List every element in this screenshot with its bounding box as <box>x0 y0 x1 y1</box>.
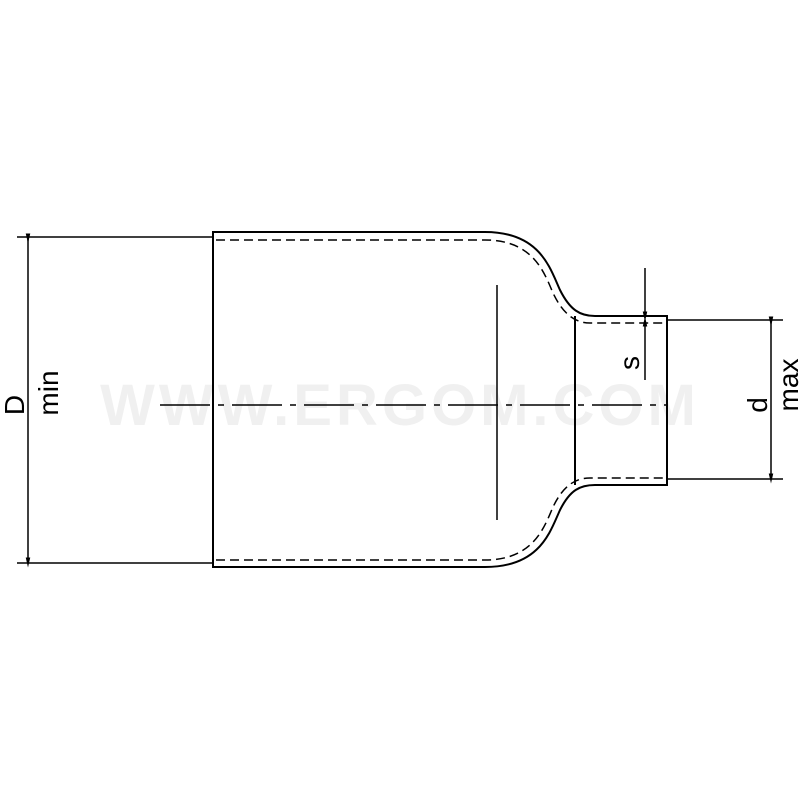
label-D-min: min <box>33 370 64 415</box>
label-s: s <box>614 356 645 370</box>
inner-wall-dashed-bottom <box>216 477 665 561</box>
label-D: D <box>0 395 30 415</box>
label-d-max: max <box>773 359 800 412</box>
cap-outline <box>212 231 668 568</box>
label-d: d <box>742 397 773 413</box>
inner-wall-dashed <box>216 239 665 324</box>
